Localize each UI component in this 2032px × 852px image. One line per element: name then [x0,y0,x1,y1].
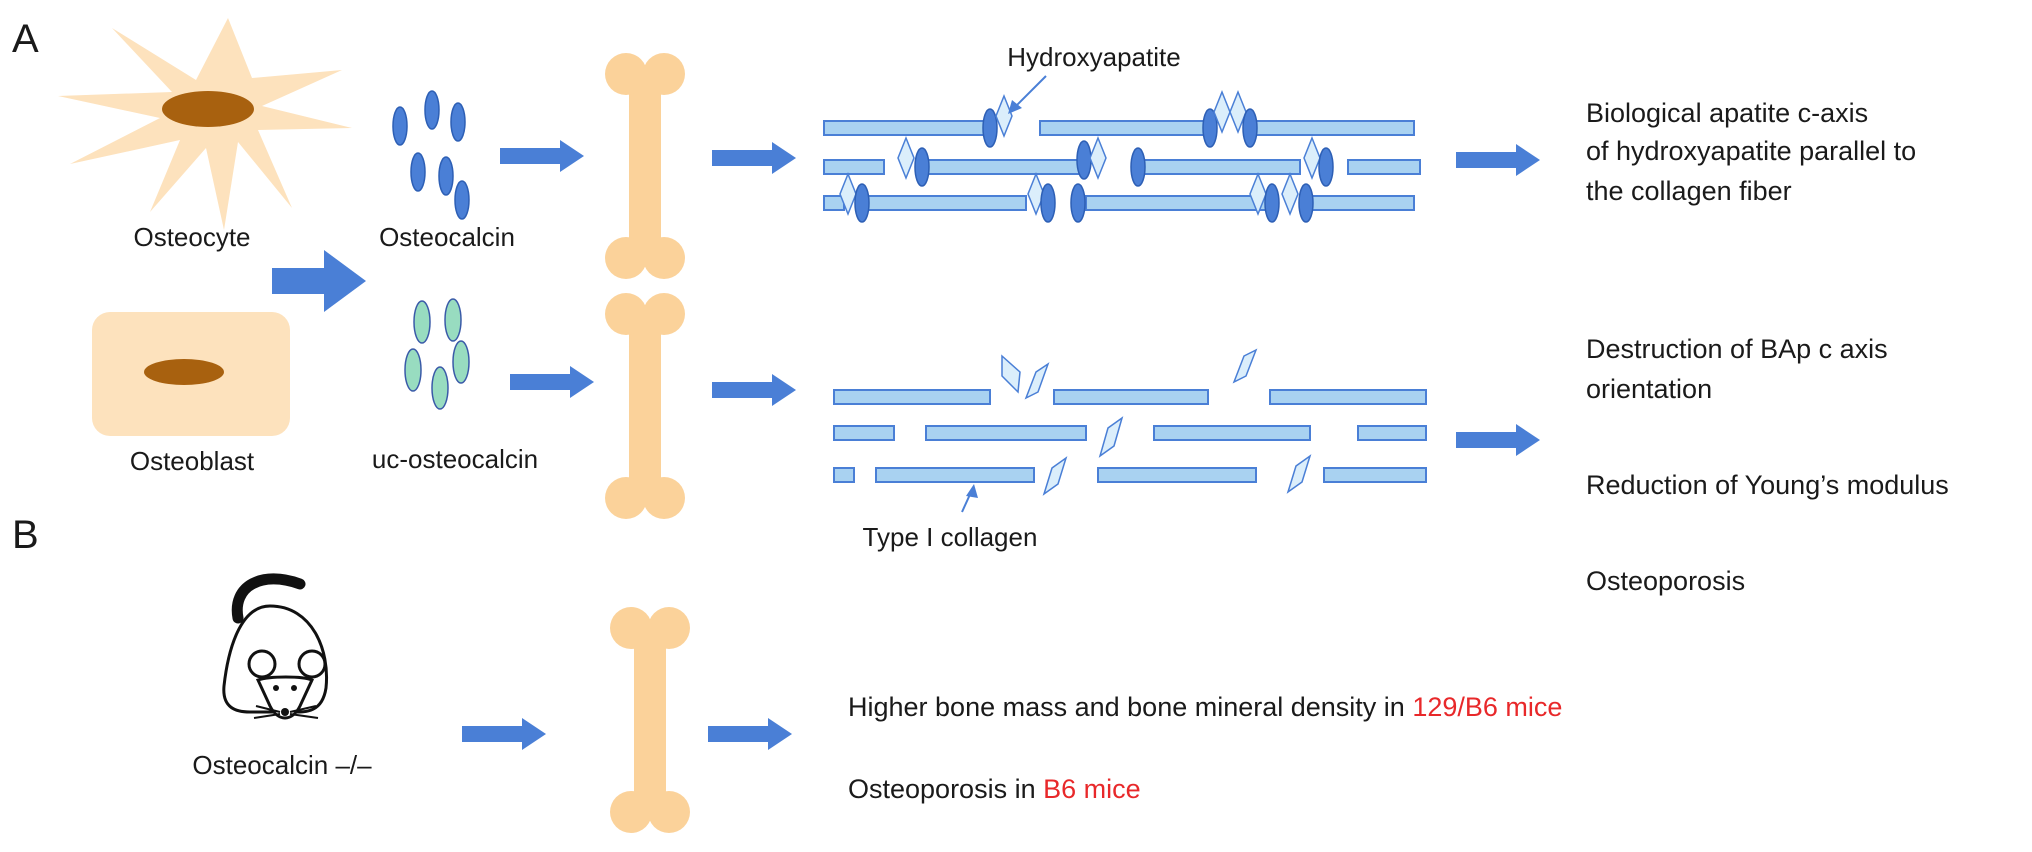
bottom-outcome-line-1: Destruction of BAp c axis [1586,334,1888,364]
uc-osteocalcin-to-bone-arrow [510,366,594,398]
osteoblast-cell-icon [92,312,290,436]
uc-osteocalcin-label: uc-osteocalcin [372,444,538,474]
scattered-crystals-icon [1001,348,1312,496]
osteocalcin-label: Osteocalcin [379,222,515,252]
osteocyte-cell-icon [58,18,352,230]
collagen-pointer [961,484,978,513]
osteoblast-label: Osteoblast [130,446,255,476]
bottom-outcome-line-2: orientation [1586,374,1712,404]
collagen-label: Type I collagen [863,522,1038,552]
bone-icon-panel-b [610,607,690,833]
panel-b-letter: B [12,513,39,557]
bone-icon-bottom [605,293,685,519]
hydroxyapatite-pointer [1008,75,1047,114]
mouse-to-bone-arrow [462,718,546,750]
bone-to-outcome-arrow-panel-b [708,718,792,750]
panel-b-outcome-1: Higher bone mass and bone mineral densit… [848,692,1562,722]
disordered-collagen-fibers [833,389,1427,483]
panel-a-letter: A [12,17,39,61]
bottom-outcome-line-3: Reduction of Young’s modulus [1586,470,1949,500]
osteoblast-nucleus-icon [144,359,224,385]
uc-osteocalcin-molecules-icon [404,298,470,410]
panel-b-outcome-2: Osteoporosis in B6 mice [848,774,1141,804]
ordered-collagen-fibers [823,120,1421,211]
hydroxyapatite-label: Hydroxyapatite [1007,42,1180,72]
panel-b-outcome-2-text: Osteoporosis in [848,774,1043,804]
bone-icon-top [605,53,685,279]
panel-b-outcome-1-text: Higher bone mass and bone mineral densit… [848,692,1412,722]
fibers-to-outcome-arrow-top [1456,144,1540,176]
bottom-outcome-line-4: Osteoporosis [1586,566,1745,596]
top-outcome-line-3: the collagen fiber [1586,176,1792,206]
fibers-to-outcome-arrow-bottom [1456,424,1540,456]
panel-b-outcome-1-highlight: 129/B6 mice [1412,692,1562,722]
top-outcome-line-2: of hydroxyapatite parallel to [1586,136,1916,166]
knockout-mouse-icon [222,573,329,720]
osteocyte-nucleus-icon [162,91,254,127]
panel-b-outcome-2-highlight: B6 mice [1043,774,1141,804]
osteocalcin-molecules-icon [392,90,470,220]
osteocyte-label: Osteocyte [133,222,250,252]
osteocalcin-to-bone-arrow [500,140,584,172]
top-outcome-line-1: Biological apatite c-axis [1586,98,1868,128]
cells-to-osteocalcin-arrow [272,250,366,312]
bone-to-fibers-arrow-top [712,142,796,174]
mouse-label: Osteocalcin –/– [192,750,372,780]
bone-to-fibers-arrow-bottom [712,374,796,406]
